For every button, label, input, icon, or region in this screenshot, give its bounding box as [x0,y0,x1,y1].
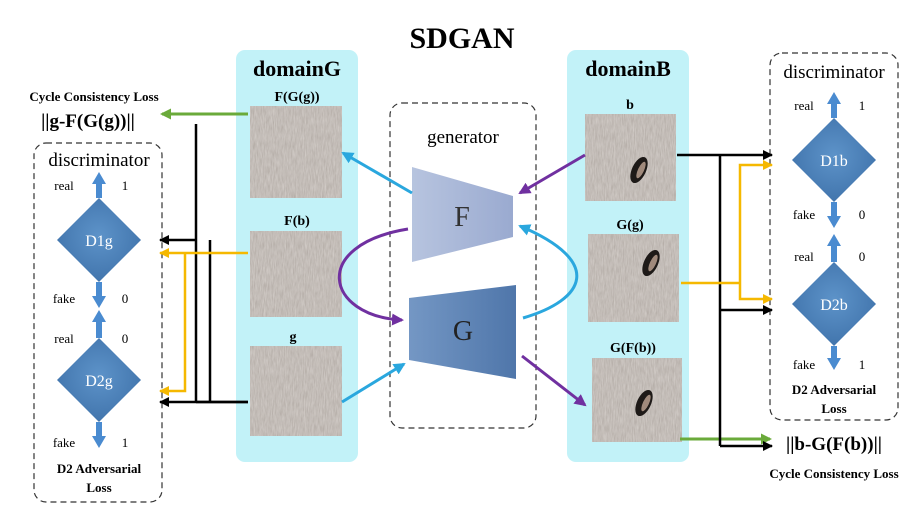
generator-G-shape [409,285,516,379]
D1g-fake-label: fake [53,291,76,306]
D1b-real-value: 1 [859,98,866,113]
D1g-real-value: 1 [122,178,129,193]
diamond-D1g [57,198,141,282]
left-adversarial-loss-line1: D2 Adversarial [57,461,142,476]
discriminator-left-label: discriminator [48,150,150,171]
image-label-fgg: F(G(g)) [274,90,319,105]
image-g [250,346,342,436]
image-label-b: b [626,98,634,113]
D1g-real-label: real [54,178,74,193]
D2g-real-label: real [54,331,74,346]
D2g-fake-label: fake [53,435,76,450]
D1b-label: D1b [820,153,848,170]
domainB-label: domainB [585,56,671,81]
generator-label: generator [427,127,499,148]
right-adversarial-loss-line1: D2 Adversarial [792,382,877,397]
generator-F-shape [412,167,513,262]
generator-box [389,102,537,429]
black-connectors-right [677,150,773,451]
cycle-loss-left-label: Cycle Consistency Loss [29,89,158,104]
right-output-arrows [827,92,841,370]
diagram-title: SDGAN [409,22,514,55]
image-label-gfb: G(F(b)) [610,341,656,356]
D1b-real-label: real [794,98,814,113]
image-label-g: g [290,330,297,345]
yellow-connectors-right [681,160,773,304]
D2b-label: D2b [820,297,848,314]
left-output-arrows [92,172,106,448]
image-label-fb: F(b) [284,214,310,229]
D1g-label: D1g [85,233,113,250]
cycle-loss-right-formula: ||b-G(F(b))|| [786,434,882,455]
cycle-loss-left-formula: ||g-F(G(g))|| [41,111,135,132]
D2g-label: D2g [85,373,113,390]
diamond-D2g [57,338,141,422]
green-connectors [160,108,772,445]
image-label-gg: G(g) [616,218,644,233]
diamond-D1b [792,118,876,202]
image-gg [588,234,679,322]
yellow-connectors-left [159,248,248,396]
D2g-fake-value: 1 [122,435,129,450]
image-fgg [250,106,342,198]
left-adversarial-loss-line2: Loss [86,480,111,495]
cycle-loss-right-label: Cycle Consistency Loss [769,466,898,481]
purple-connectors [337,153,587,407]
defect-icon-gg [642,249,660,277]
black-connectors-left [159,124,248,407]
image-gfb [592,358,682,442]
generator-G-label: G [453,316,473,347]
right-adversarial-loss-line2: Loss [821,401,846,416]
diamond-D2b [792,262,876,346]
generator-F-label: F [454,202,470,233]
D1b-fake-value: 0 [859,207,866,222]
discriminator-right-label: discriminator [783,62,885,83]
D2b-real-label: real [794,249,814,264]
D2g-real-value: 0 [122,331,129,346]
image-fb [250,231,342,317]
D1g-fake-value: 0 [122,291,129,306]
D1b-fake-label: fake [793,207,816,222]
image-b [585,114,676,201]
D2b-real-value: 0 [859,249,866,264]
blue-connectors [341,151,579,404]
defect-icon-gfb [635,389,653,417]
discriminator-left-box [33,142,163,503]
discriminator-right-box [769,52,899,421]
defect-icon-b [630,156,648,184]
D2b-fake-label: fake [793,357,816,372]
D2b-fake-value: 1 [859,357,866,372]
domainG-label: domainG [253,56,341,81]
